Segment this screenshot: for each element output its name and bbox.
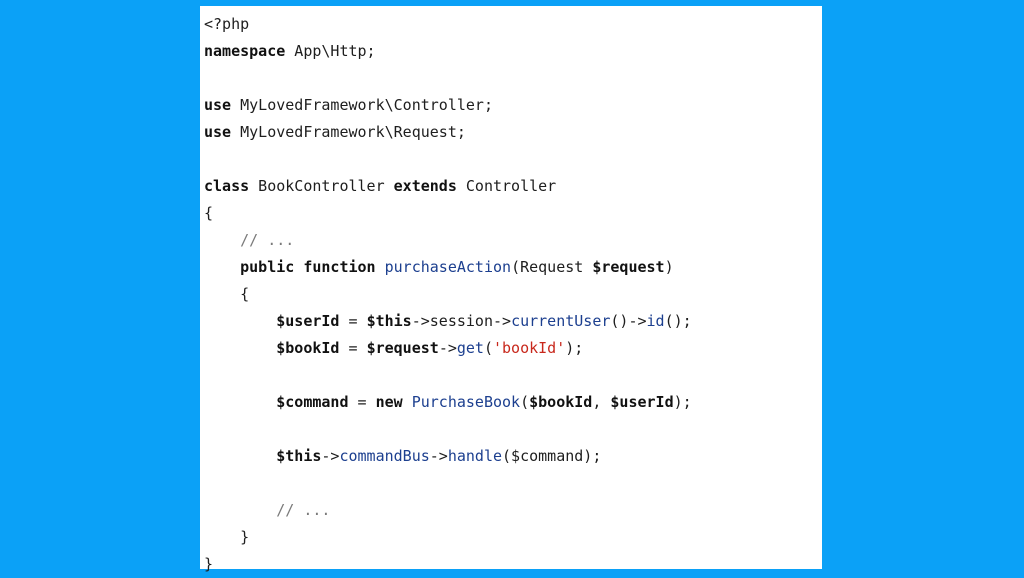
code-line	[204, 416, 692, 443]
code-token	[204, 447, 276, 465]
code-token: $this	[366, 312, 412, 330]
code-line	[204, 146, 692, 173]
code-token: // ...	[240, 231, 295, 249]
code-token: use	[204, 96, 232, 114]
code-token: $this	[276, 447, 322, 465]
code-line	[204, 362, 692, 389]
code-token: PurchaseBook	[411, 393, 521, 411]
code-token: MyLovedFramework\Controller;	[231, 96, 493, 114]
code-token: $bookId	[276, 339, 340, 357]
code-token	[204, 312, 276, 330]
code-token: $command	[276, 393, 349, 411]
code-line: }	[204, 551, 692, 578]
code-line: $command = new PurchaseBook($bookId, $us…	[204, 389, 692, 416]
code-line: <?php	[204, 11, 692, 38]
code-token: handle	[447, 447, 503, 465]
code-token: }	[204, 555, 214, 573]
code-token: namespace	[204, 42, 286, 60]
code-panel: <?php namespace App\Http; use MyLovedFram…	[200, 6, 822, 573]
code-token: ,	[592, 393, 611, 411]
code-token: ->session->	[411, 312, 512, 330]
code-token: );	[673, 393, 692, 411]
code-line: namespace App\Http;	[204, 38, 692, 65]
code-line	[204, 470, 692, 497]
code-token	[204, 231, 240, 249]
code-token: App\Http;	[285, 42, 376, 60]
code-token: $request	[592, 258, 665, 276]
code-token: (	[483, 339, 493, 357]
code-token: {	[204, 285, 250, 303]
code-token: public	[240, 258, 295, 276]
code-line: }	[204, 524, 692, 551]
code-token: class	[204, 177, 250, 195]
code-token	[376, 258, 385, 276]
code-token: ();	[664, 312, 692, 330]
code-line: use MyLovedFramework\Controller;	[204, 92, 692, 119]
code-token: purchaseAction	[384, 258, 512, 276]
code-token: =	[339, 339, 367, 357]
code-block: <?php namespace App\Http; use MyLovedFram…	[204, 11, 692, 578]
code-token: (Request	[511, 258, 593, 276]
code-line: {	[204, 200, 692, 227]
code-token: use	[204, 123, 232, 141]
code-token: extends	[393, 177, 457, 195]
code-token: // ...	[276, 501, 331, 519]
code-line: {	[204, 281, 692, 308]
code-token	[204, 501, 276, 519]
code-token: function	[303, 258, 376, 276]
code-token: Controller	[456, 177, 557, 195]
code-token: )	[664, 258, 674, 276]
code-token: new	[375, 393, 403, 411]
code-token: <?php	[204, 15, 250, 33]
code-token: ->	[321, 447, 340, 465]
code-token: commandBus	[339, 447, 430, 465]
code-token: =	[339, 312, 367, 330]
code-line: use MyLovedFramework\Request;	[204, 119, 692, 146]
code-line: // ...	[204, 227, 692, 254]
code-token	[403, 393, 412, 411]
code-token: ($command);	[502, 447, 602, 465]
code-token: MyLovedFramework\Request;	[231, 123, 466, 141]
code-token: id	[646, 312, 665, 330]
code-token: }	[204, 528, 250, 546]
code-token: $userId	[610, 393, 674, 411]
code-line	[204, 65, 692, 92]
code-line: $this->commandBus->handle($command);	[204, 443, 692, 470]
code-token: 'bookId'	[493, 339, 566, 357]
code-token	[204, 339, 276, 357]
code-token: ()->	[610, 312, 647, 330]
code-token: );	[565, 339, 584, 357]
code-token: get	[456, 339, 484, 357]
code-line: class BookController extends Controller	[204, 173, 692, 200]
code-token: ->	[438, 339, 457, 357]
code-token: currentUser	[511, 312, 611, 330]
code-line: $bookId = $request->get('bookId');	[204, 335, 692, 362]
code-line: // ...	[204, 497, 692, 524]
code-token: ->	[429, 447, 448, 465]
code-token	[204, 393, 276, 411]
code-token	[294, 258, 303, 276]
code-line: public function purchaseAction(Request $…	[204, 254, 692, 281]
code-token: {	[204, 204, 214, 222]
code-token: $bookId	[529, 393, 593, 411]
code-token: =	[348, 393, 376, 411]
code-line: $userId = $this->session->currentUser()-…	[204, 308, 692, 335]
code-token	[204, 258, 240, 276]
code-token: $request	[366, 339, 439, 357]
code-token: $userId	[276, 312, 340, 330]
code-token: BookController	[249, 177, 394, 195]
code-token: (	[520, 393, 530, 411]
